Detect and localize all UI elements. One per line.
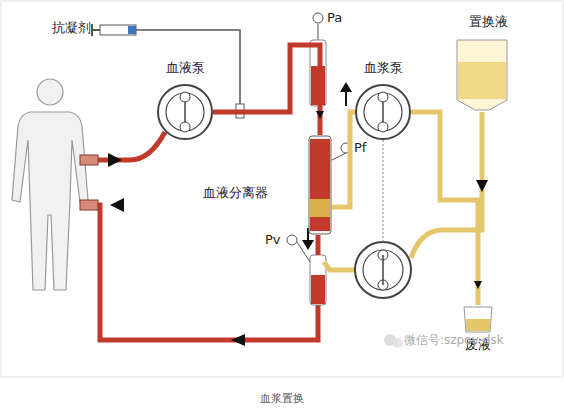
node-label: 血液分离器: [203, 185, 268, 201]
flow-arrow: [231, 334, 245, 346]
pump-rim: [158, 85, 212, 139]
cup-outline: [464, 307, 492, 332]
blood-pump-shape: [157, 84, 213, 140]
gauge-line: [332, 153, 346, 160]
gauge-line: [318, 24, 319, 40]
flow-arrow: [110, 198, 124, 212]
frame: [1, 1, 563, 377]
node-label: 置换液: [469, 14, 508, 30]
flow-arrow: [478, 283, 479, 287]
waste-cup: 废液: [462, 305, 494, 333]
blood-pump: 血液泵: [157, 84, 213, 140]
person-figure: [12, 79, 88, 290]
gauge-name: Pv: [265, 232, 281, 248]
replacement-bag: 置换液: [455, 38, 509, 112]
separator-blood: [310, 139, 330, 199]
separator-plasma: [310, 199, 330, 217]
pump-rotor: [364, 93, 402, 131]
blood-tube: [316, 235, 321, 255]
pump-roller: [378, 92, 388, 102]
gauge-name: Pf: [354, 140, 366, 156]
watermark-icon: [393, 338, 403, 348]
gauge-name: Pa: [327, 10, 342, 26]
pump-roller: [180, 122, 190, 132]
cup-fluid: [466, 319, 490, 331]
replacement-bag-shape: [455, 38, 509, 112]
plasma-pump: 血浆泵: [355, 84, 411, 140]
pump-roller: [378, 122, 388, 132]
blood-separator: 血液分离器: [308, 135, 332, 235]
pump-roller: [180, 92, 190, 102]
pump-rotor: [166, 93, 204, 131]
replacement-pump: [355, 242, 411, 298]
pump-link: [383, 140, 384, 242]
replacement-tube: [324, 112, 482, 270]
drip-chamber-fill: [311, 275, 325, 304]
flow-arrow: [476, 180, 488, 192]
pressure-gauge: [313, 13, 323, 23]
bag-outline: [457, 40, 507, 110]
separator-body: [309, 136, 331, 234]
plasma-pump-shape: [355, 84, 411, 140]
node-label: 血液泵: [166, 60, 205, 76]
flow-arrow: [320, 113, 321, 117]
plasma-tube: [411, 112, 478, 305]
bag-fluid: [458, 62, 506, 99]
blood-separator-shape: [308, 135, 332, 235]
plasma-tube: [332, 112, 355, 207]
blood-tube: [213, 45, 320, 135]
node-label: 血浆泵: [364, 60, 403, 76]
needle: [80, 200, 98, 210]
pressure-gauge: [287, 235, 297, 245]
return-tube: [82, 205, 318, 340]
pump-rim: [356, 85, 410, 139]
flow-arrow: [340, 82, 352, 106]
flow-arrow: [108, 153, 122, 167]
syringe: [92, 24, 136, 36]
waste-cup-shape: [462, 305, 494, 333]
part-name: 抗凝剂: [52, 20, 91, 36]
anticoagulant-line: [136, 30, 240, 106]
separator-blood: [310, 217, 330, 231]
needle: [80, 155, 98, 165]
caption: 血浆置换: [260, 392, 304, 405]
watermark: 微信号:szpoy-dsk: [404, 333, 504, 347]
